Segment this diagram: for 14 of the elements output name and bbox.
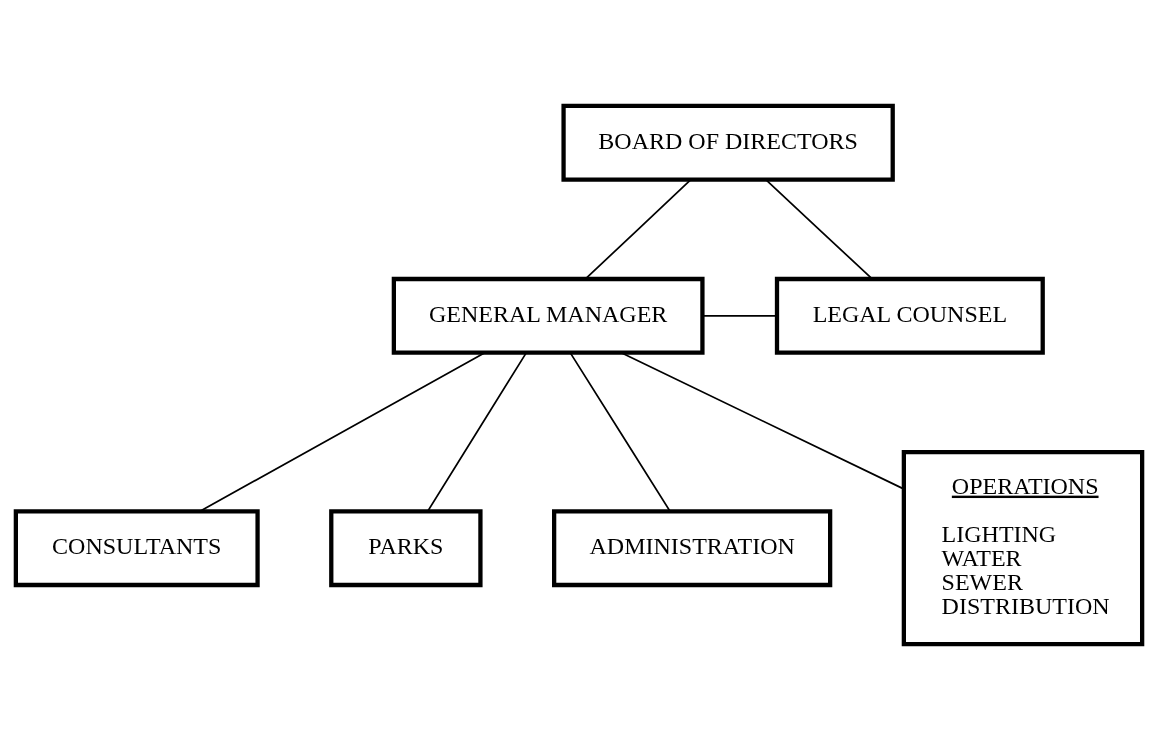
connector <box>427 351 528 512</box>
node-box: ADMINISTRATION <box>552 508 833 587</box>
connector <box>585 178 692 279</box>
node-box: LEGAL COUNSEL <box>774 276 1045 355</box>
node-box: OPERATIONS LIGHTING WATER SEWER DISTRIBUTION <box>901 449 1145 646</box>
node-box: BOARD OF DIRECTORS <box>561 103 895 182</box>
connector <box>199 351 486 512</box>
connector <box>764 178 873 279</box>
connector <box>620 351 905 490</box>
connector <box>569 351 671 512</box>
node-box: CONSULTANTS <box>13 508 260 587</box>
node-box: GENERAL MANAGER <box>391 276 705 355</box>
node-box: PARKS <box>329 508 483 587</box>
connector <box>702 314 778 317</box>
